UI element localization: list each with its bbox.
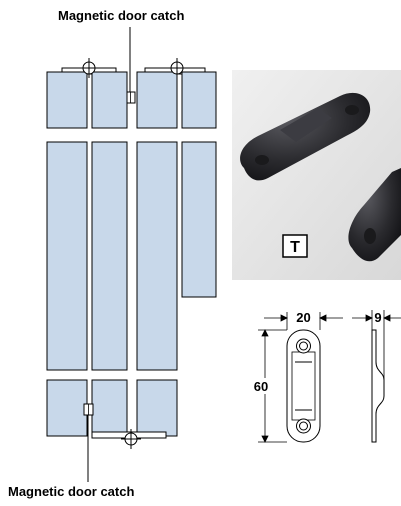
panel-3-bottom bbox=[136, 379, 178, 437]
height-label-bg bbox=[250, 378, 272, 394]
width-dimension bbox=[264, 312, 343, 330]
catch-front-view bbox=[286, 329, 321, 443]
door-panels bbox=[46, 67, 217, 439]
panel-3-top bbox=[136, 71, 178, 129]
top-pivot-right-icon bbox=[167, 58, 187, 78]
catch-side-view bbox=[371, 329, 385, 443]
panel-1-top bbox=[46, 71, 88, 129]
top-catch-label: Magnetic door catch bbox=[58, 8, 185, 23]
depth-value: 9 bbox=[374, 310, 381, 325]
panel-2-top bbox=[91, 71, 128, 129]
panel-1-bottom bbox=[46, 379, 88, 437]
bottom-pivot-icon bbox=[121, 429, 141, 449]
panel-1-mid bbox=[46, 141, 88, 371]
top-pivot-left-icon bbox=[79, 58, 99, 78]
panel-3-mid bbox=[136, 141, 178, 371]
t-badge bbox=[282, 234, 308, 258]
panel-2-mid bbox=[91, 141, 128, 371]
bottom-catch-label: Magnetic door catch bbox=[8, 484, 135, 499]
depth-dimension bbox=[352, 310, 401, 380]
panel-4-mid bbox=[181, 141, 217, 298]
panel-2-bottom bbox=[91, 379, 128, 437]
panel-4-top bbox=[181, 71, 217, 129]
catch-part-photo-1 bbox=[240, 92, 371, 181]
t-badge-text: T bbox=[290, 239, 300, 256]
catch-part-photo-2 bbox=[348, 168, 401, 262]
height-value: 60 bbox=[254, 379, 268, 394]
width-value: 20 bbox=[296, 310, 310, 325]
